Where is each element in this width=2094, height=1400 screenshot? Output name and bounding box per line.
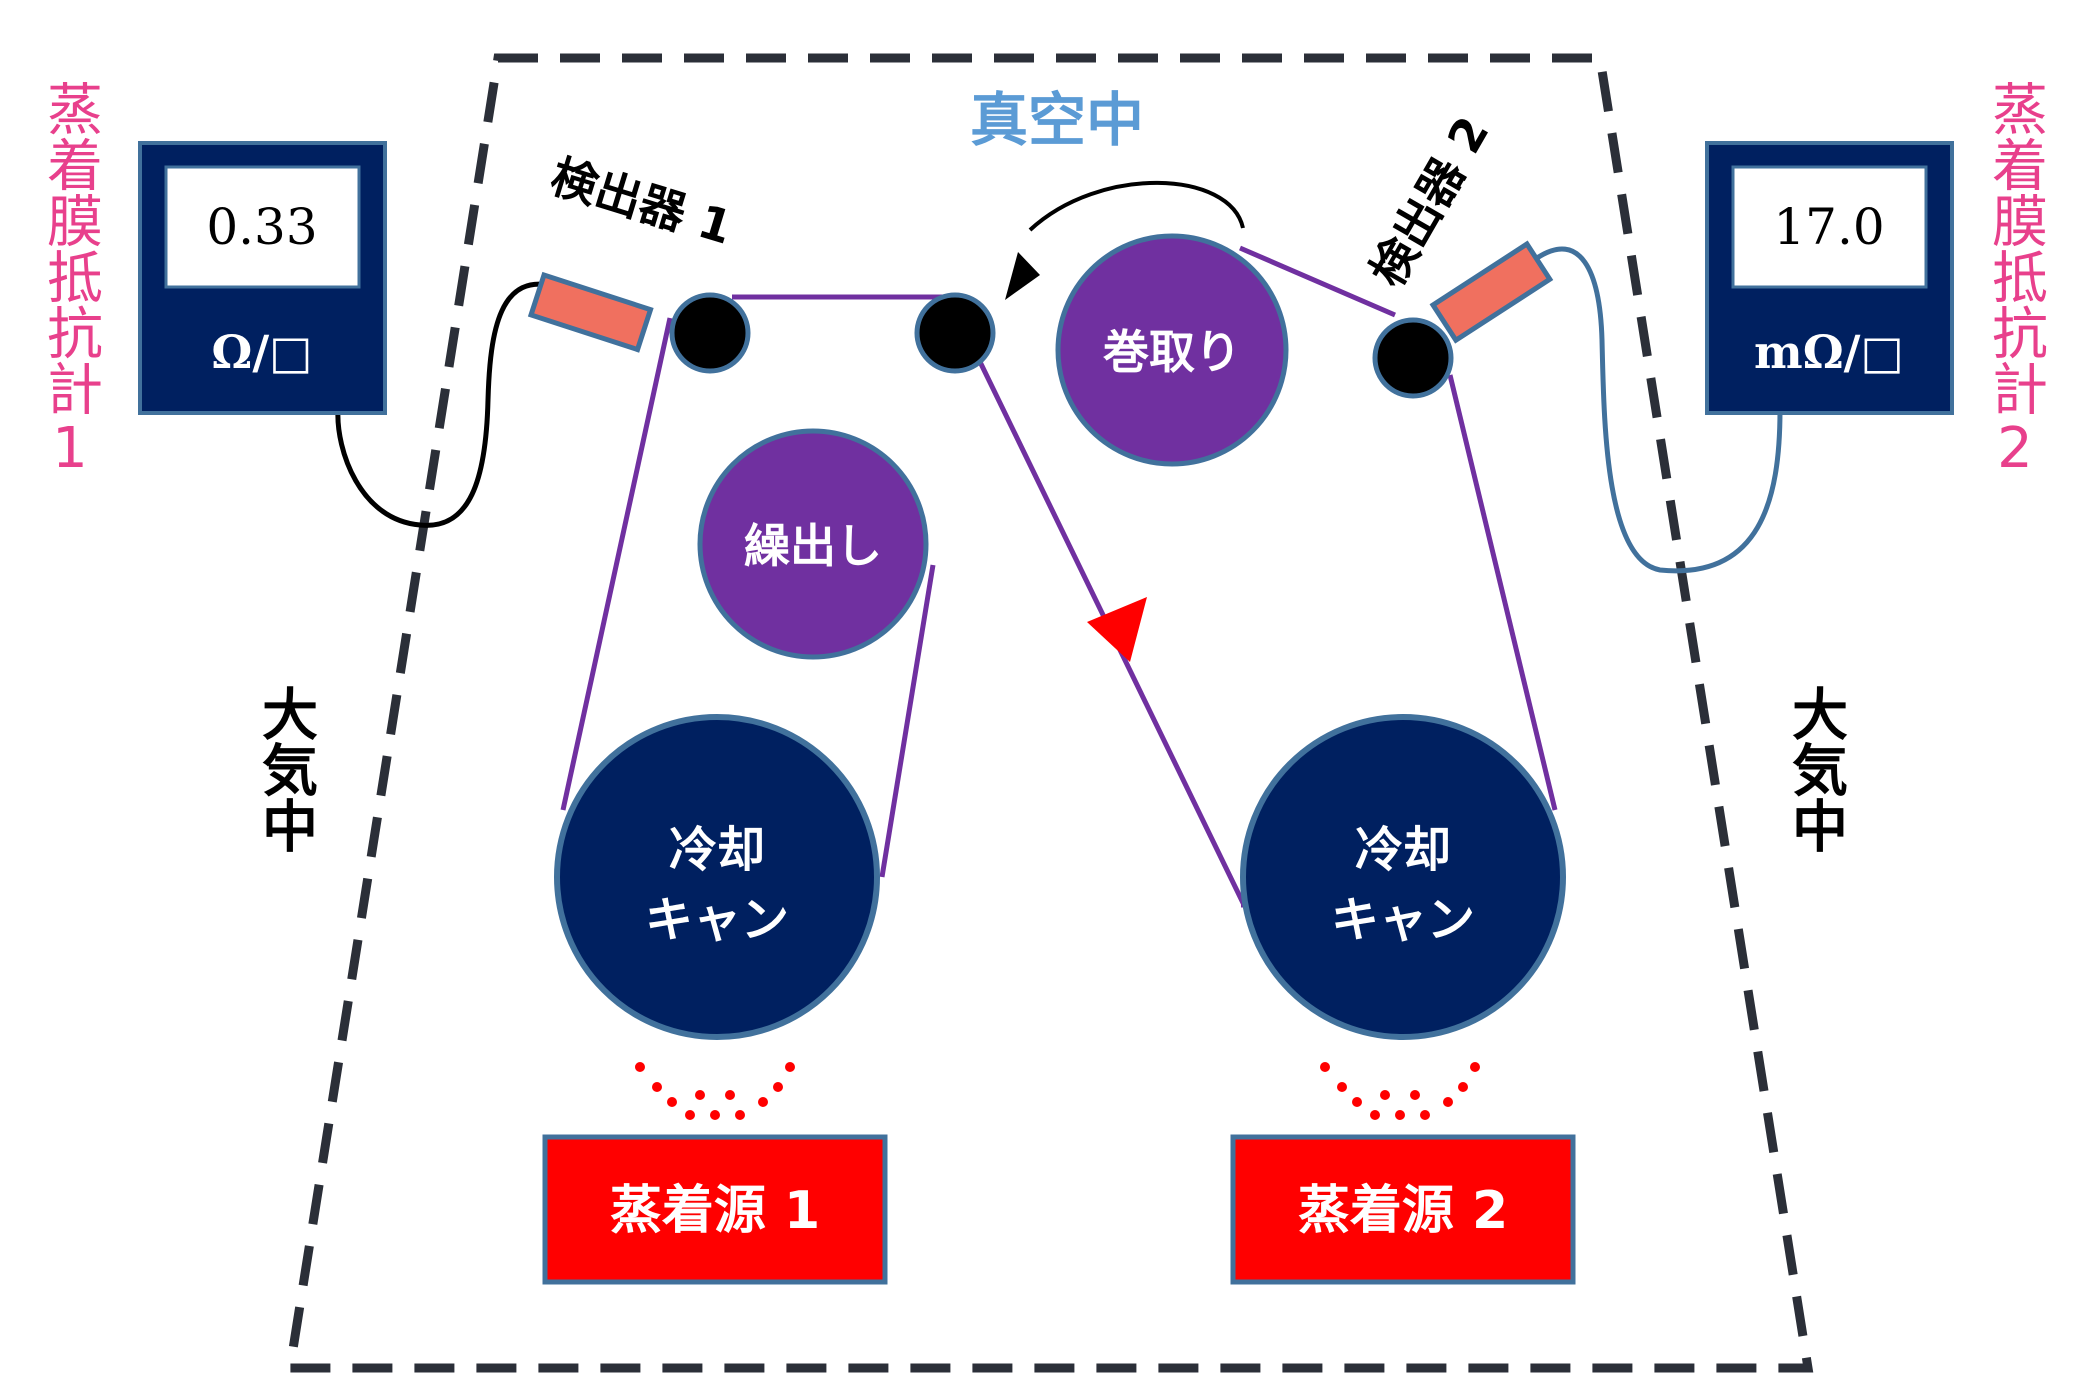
rewind-label: 巻取り [1103,325,1241,379]
source1-label: 蒸着源 1 [610,1181,820,1241]
guide-roller-1 [669,292,751,374]
vacuum-chamber-boundary [284,53,1814,1373]
rewind-roller: 巻取り [1055,233,1289,467]
meter1-value: 0.33 [206,198,317,256]
meter2-title: 蒸着膜抵抗計2 [1983,80,2048,481]
meter1-unit: Ω/□ [211,325,312,379]
vapor-dots-2 [1320,1062,1480,1120]
rotation-arrowhead-icon [1005,252,1040,300]
source2-label: 蒸着源 2 [1298,1181,1508,1241]
rotation-icon [1028,180,1245,232]
cooling-can-2: 冷却 キャン [1240,714,1566,1040]
guide-roller-2 [914,292,996,374]
atmosphere-label-left: 大気中 [253,685,318,853]
meter1-title: 蒸着膜抵抗計1 [38,80,103,481]
can2-line1: 冷却 [1355,822,1451,878]
atmosphere-label-right: 大気中 [1783,685,1848,853]
resistance-meter-1: 0.33 Ω/□ [138,141,387,415]
cable-detector1 [335,281,558,528]
unwind-roller: 繰出し [697,428,929,660]
detector2-label: 検出器 2 [1360,107,1500,295]
cooling-can-1: 冷却 キャン [554,714,880,1040]
can1-line1: 冷却 [669,822,765,878]
vacuum-label: 真空中 [970,86,1144,154]
unwind-label: 繰出し [744,519,882,573]
evaporation-source-1: 蒸着源 1 [542,1134,888,1285]
resistance-meter-2: 17.0 mΩ/□ [1705,141,1954,415]
meter2-value: 17.0 [1773,198,1884,256]
film-direction-arrow-icon [1087,597,1147,662]
vapor-dots-1 [635,1062,795,1120]
meter2-unit: mΩ/□ [1754,325,1904,379]
detector-2: 検出器 2 [1360,107,1554,344]
evaporation-source-2: 蒸着源 2 [1230,1134,1576,1285]
cable-detector2 [1535,246,1783,574]
can1-line2: キャン [645,892,789,948]
guide-roller-3 [1372,317,1454,399]
can2-line2: キャン [1331,892,1475,948]
detector1-label: 検出器 1 [545,149,739,255]
